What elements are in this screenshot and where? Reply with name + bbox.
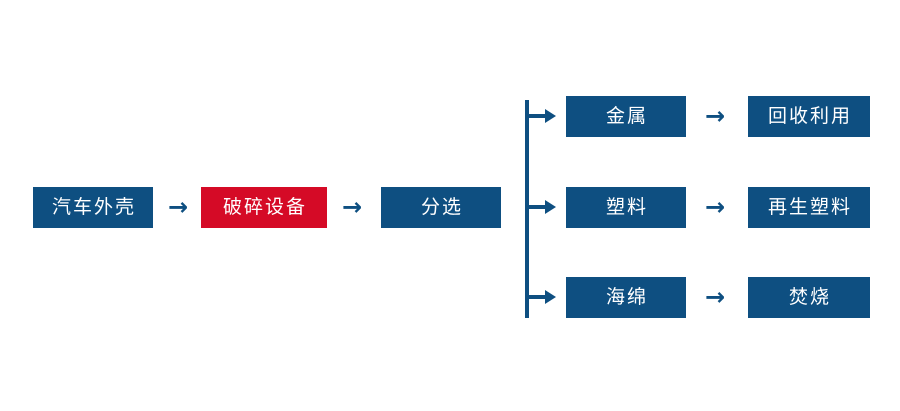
node-outcome-incineration[interactable]: 焚烧 bbox=[748, 277, 870, 318]
node-label: 海绵 bbox=[605, 287, 648, 308]
branch-arrowhead-sponge bbox=[545, 290, 556, 304]
node-label: 回收利用 bbox=[767, 106, 852, 127]
node-material-plastic[interactable]: 塑料 bbox=[566, 187, 686, 228]
node-label: 破碎设备 bbox=[222, 197, 307, 218]
branch-stub-plastic bbox=[525, 205, 547, 209]
node-outcome-regenerated-plastic[interactable]: 再生塑料 bbox=[748, 187, 870, 228]
node-material-metal[interactable]: 金属 bbox=[566, 96, 686, 137]
node-label: 汽车外壳 bbox=[51, 197, 136, 218]
arrow-shell-to-crusher: → bbox=[167, 193, 189, 221]
node-sorting[interactable]: 分选 bbox=[381, 187, 501, 228]
branch-arrowhead-plastic bbox=[545, 200, 556, 214]
arrow-plastic-to-regenerated: → bbox=[704, 193, 726, 221]
node-crushing-equipment[interactable]: 破碎设备 bbox=[201, 187, 327, 228]
node-outcome-recycle[interactable]: 回收利用 bbox=[748, 96, 870, 137]
arrow-metal-to-recycle: → bbox=[704, 102, 726, 130]
branch-stub-sponge bbox=[525, 295, 547, 299]
node-label: 焚烧 bbox=[788, 287, 831, 308]
node-label: 塑料 bbox=[605, 197, 648, 218]
branch-stub-metal bbox=[525, 114, 547, 118]
branch-arrowhead-metal bbox=[545, 109, 556, 123]
node-label: 金属 bbox=[605, 106, 648, 127]
node-car-shell[interactable]: 汽车外壳 bbox=[33, 187, 153, 228]
split-trunk-line bbox=[525, 100, 529, 318]
arrow-crusher-to-sorting: → bbox=[341, 193, 363, 221]
node-material-sponge[interactable]: 海绵 bbox=[566, 277, 686, 318]
arrow-sponge-to-incineration: → bbox=[704, 283, 726, 311]
node-label: 分选 bbox=[420, 197, 463, 218]
node-label: 再生塑料 bbox=[767, 197, 852, 218]
